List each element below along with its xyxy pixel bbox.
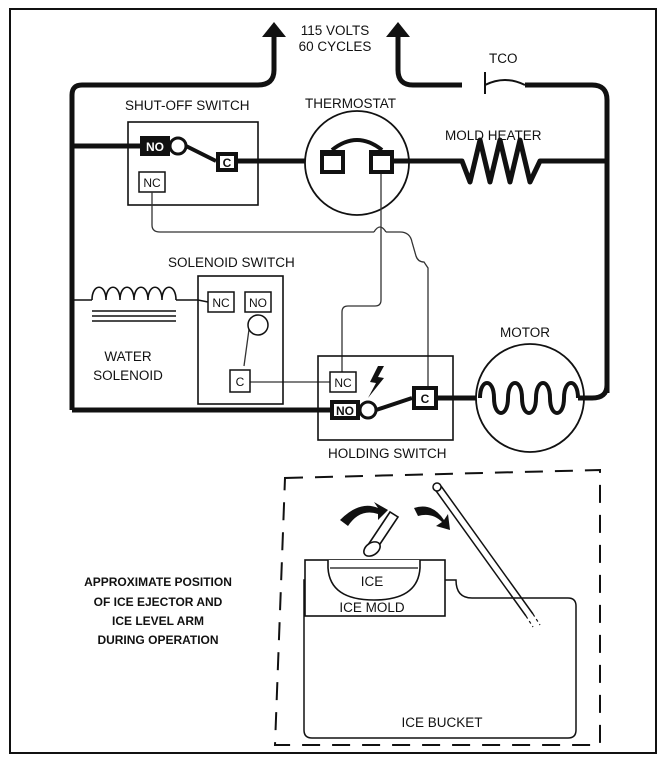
shutoff-switch-label: SHUT-OFF SWITCH (125, 98, 250, 113)
tco-label: TCO (489, 51, 518, 66)
water-solenoid-label-line2: SOLENOID (93, 368, 163, 383)
solenoid-switch: SOLENOID SWITCH NC NO C (168, 255, 295, 405)
water-solenoid-label-line1: WATER (104, 349, 151, 364)
ice-ejector (363, 510, 400, 557)
position-caption-line4: DURING OPERATION (97, 633, 218, 647)
solenoid-nc-terminal: NC (212, 296, 230, 310)
motor: MOTOR (475, 325, 610, 453)
rotation-arrow-icon (414, 506, 450, 530)
ice-level-arm (432, 482, 541, 628)
shutoff-switch: SHUT-OFF SWITCH NO C NC (72, 98, 320, 206)
solenoid-c-terminal: C (236, 375, 245, 389)
supply-arrow-icon (386, 22, 410, 37)
holding-c-terminal: C (421, 392, 430, 406)
diagram-border (9, 8, 657, 754)
solenoid-switch-label: SOLENOID SWITCH (168, 255, 295, 270)
holding-switch: NC NO C HOLDING SWITCH (72, 355, 480, 461)
rotation-arrow-icon (340, 502, 388, 526)
mold-heater-label: MOLD HEATER (445, 128, 542, 143)
supply-voltage-label: 115 VOLTS (301, 23, 370, 38)
holding-nc-terminal: NC (334, 376, 352, 390)
position-caption-line1: APPROXIMATE POSITION (84, 575, 232, 589)
shutoff-c-terminal: C (223, 156, 232, 170)
water-solenoid: WATER SOLENOID (72, 286, 209, 383)
thermostat: THERMOSTAT (304, 96, 452, 216)
shutoff-no-terminal: NO (146, 140, 164, 154)
ice-mold-label: ICE MOLD (339, 600, 405, 615)
position-caption-line2: OF ICE EJECTOR AND (94, 595, 223, 609)
spark-icon (368, 366, 384, 398)
holding-no-terminal: NO (336, 404, 354, 418)
shutoff-nc-terminal: NC (143, 176, 161, 190)
tco: TCO (484, 51, 610, 393)
ice-maker-inset: ICE BUCKET ICE ICE MOLD APPROXIMATE POSI… (84, 468, 601, 746)
supply-arrow-icon (262, 22, 286, 37)
mold-heater: MOLD HEATER (445, 128, 607, 185)
position-caption-line3: ICE LEVEL ARM (112, 614, 204, 628)
thermostat-label: THERMOSTAT (305, 96, 396, 111)
motor-label: MOTOR (500, 325, 550, 340)
power-supply: 115 VOLTS 60 CYCLES (69, 22, 462, 410)
solenoid-no-terminal: NO (249, 296, 267, 310)
supply-frequency-label: 60 CYCLES (299, 39, 372, 54)
ice-bucket-label: ICE BUCKET (401, 715, 482, 730)
control-wiring (151, 174, 429, 393)
holding-switch-label: HOLDING SWITCH (328, 446, 447, 461)
ice-label: ICE (361, 574, 384, 589)
